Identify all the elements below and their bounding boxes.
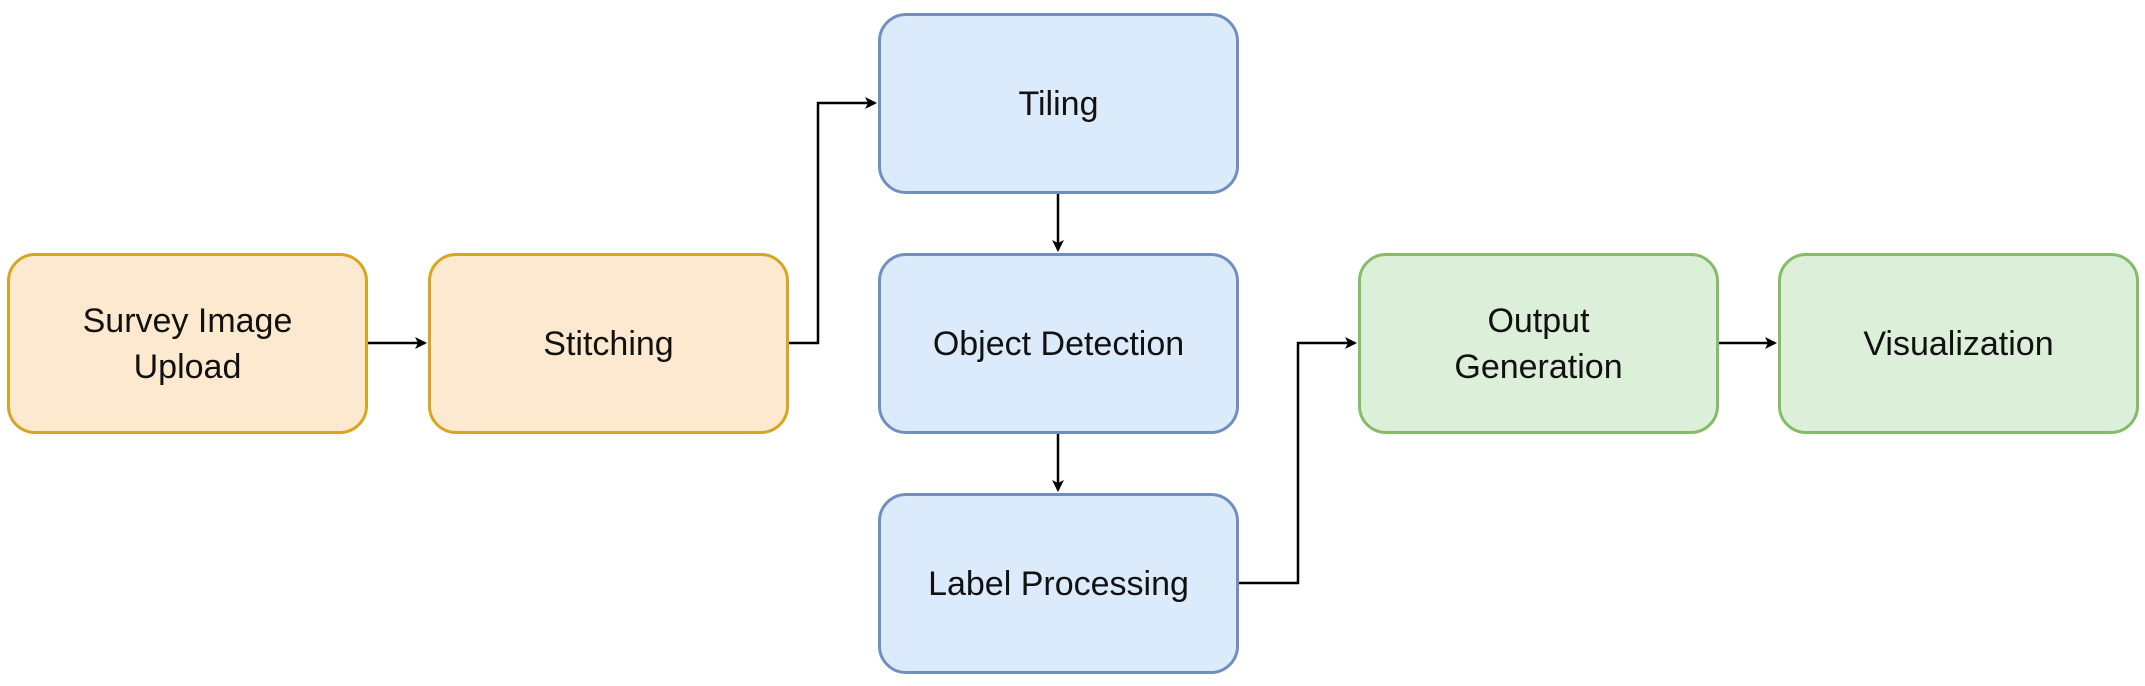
node-label: Output Generation xyxy=(1454,301,1623,386)
node-label: Label Processing xyxy=(928,564,1189,603)
node-label: Tiling xyxy=(1018,84,1099,123)
node-label-processing: Label Processing xyxy=(878,493,1239,674)
edge-label-to-output xyxy=(1239,337,1357,585)
node-survey-image-upload: Survey Image Upload xyxy=(7,253,368,434)
node-stitching: Stitching xyxy=(428,253,789,434)
node-label: Visualization xyxy=(1863,324,2054,363)
edge-stitching-to-tiling xyxy=(789,97,877,345)
node-object-detection: Object Detection xyxy=(878,253,1239,434)
node-label: Stitching xyxy=(543,324,674,363)
node-visualization: Visualization xyxy=(1778,253,2139,434)
node-tiling: Tiling xyxy=(878,13,1239,194)
node-output-generation: Output Generation xyxy=(1358,253,1719,434)
node-label: Survey Image Upload xyxy=(82,301,293,386)
node-label: Object Detection xyxy=(932,324,1185,363)
